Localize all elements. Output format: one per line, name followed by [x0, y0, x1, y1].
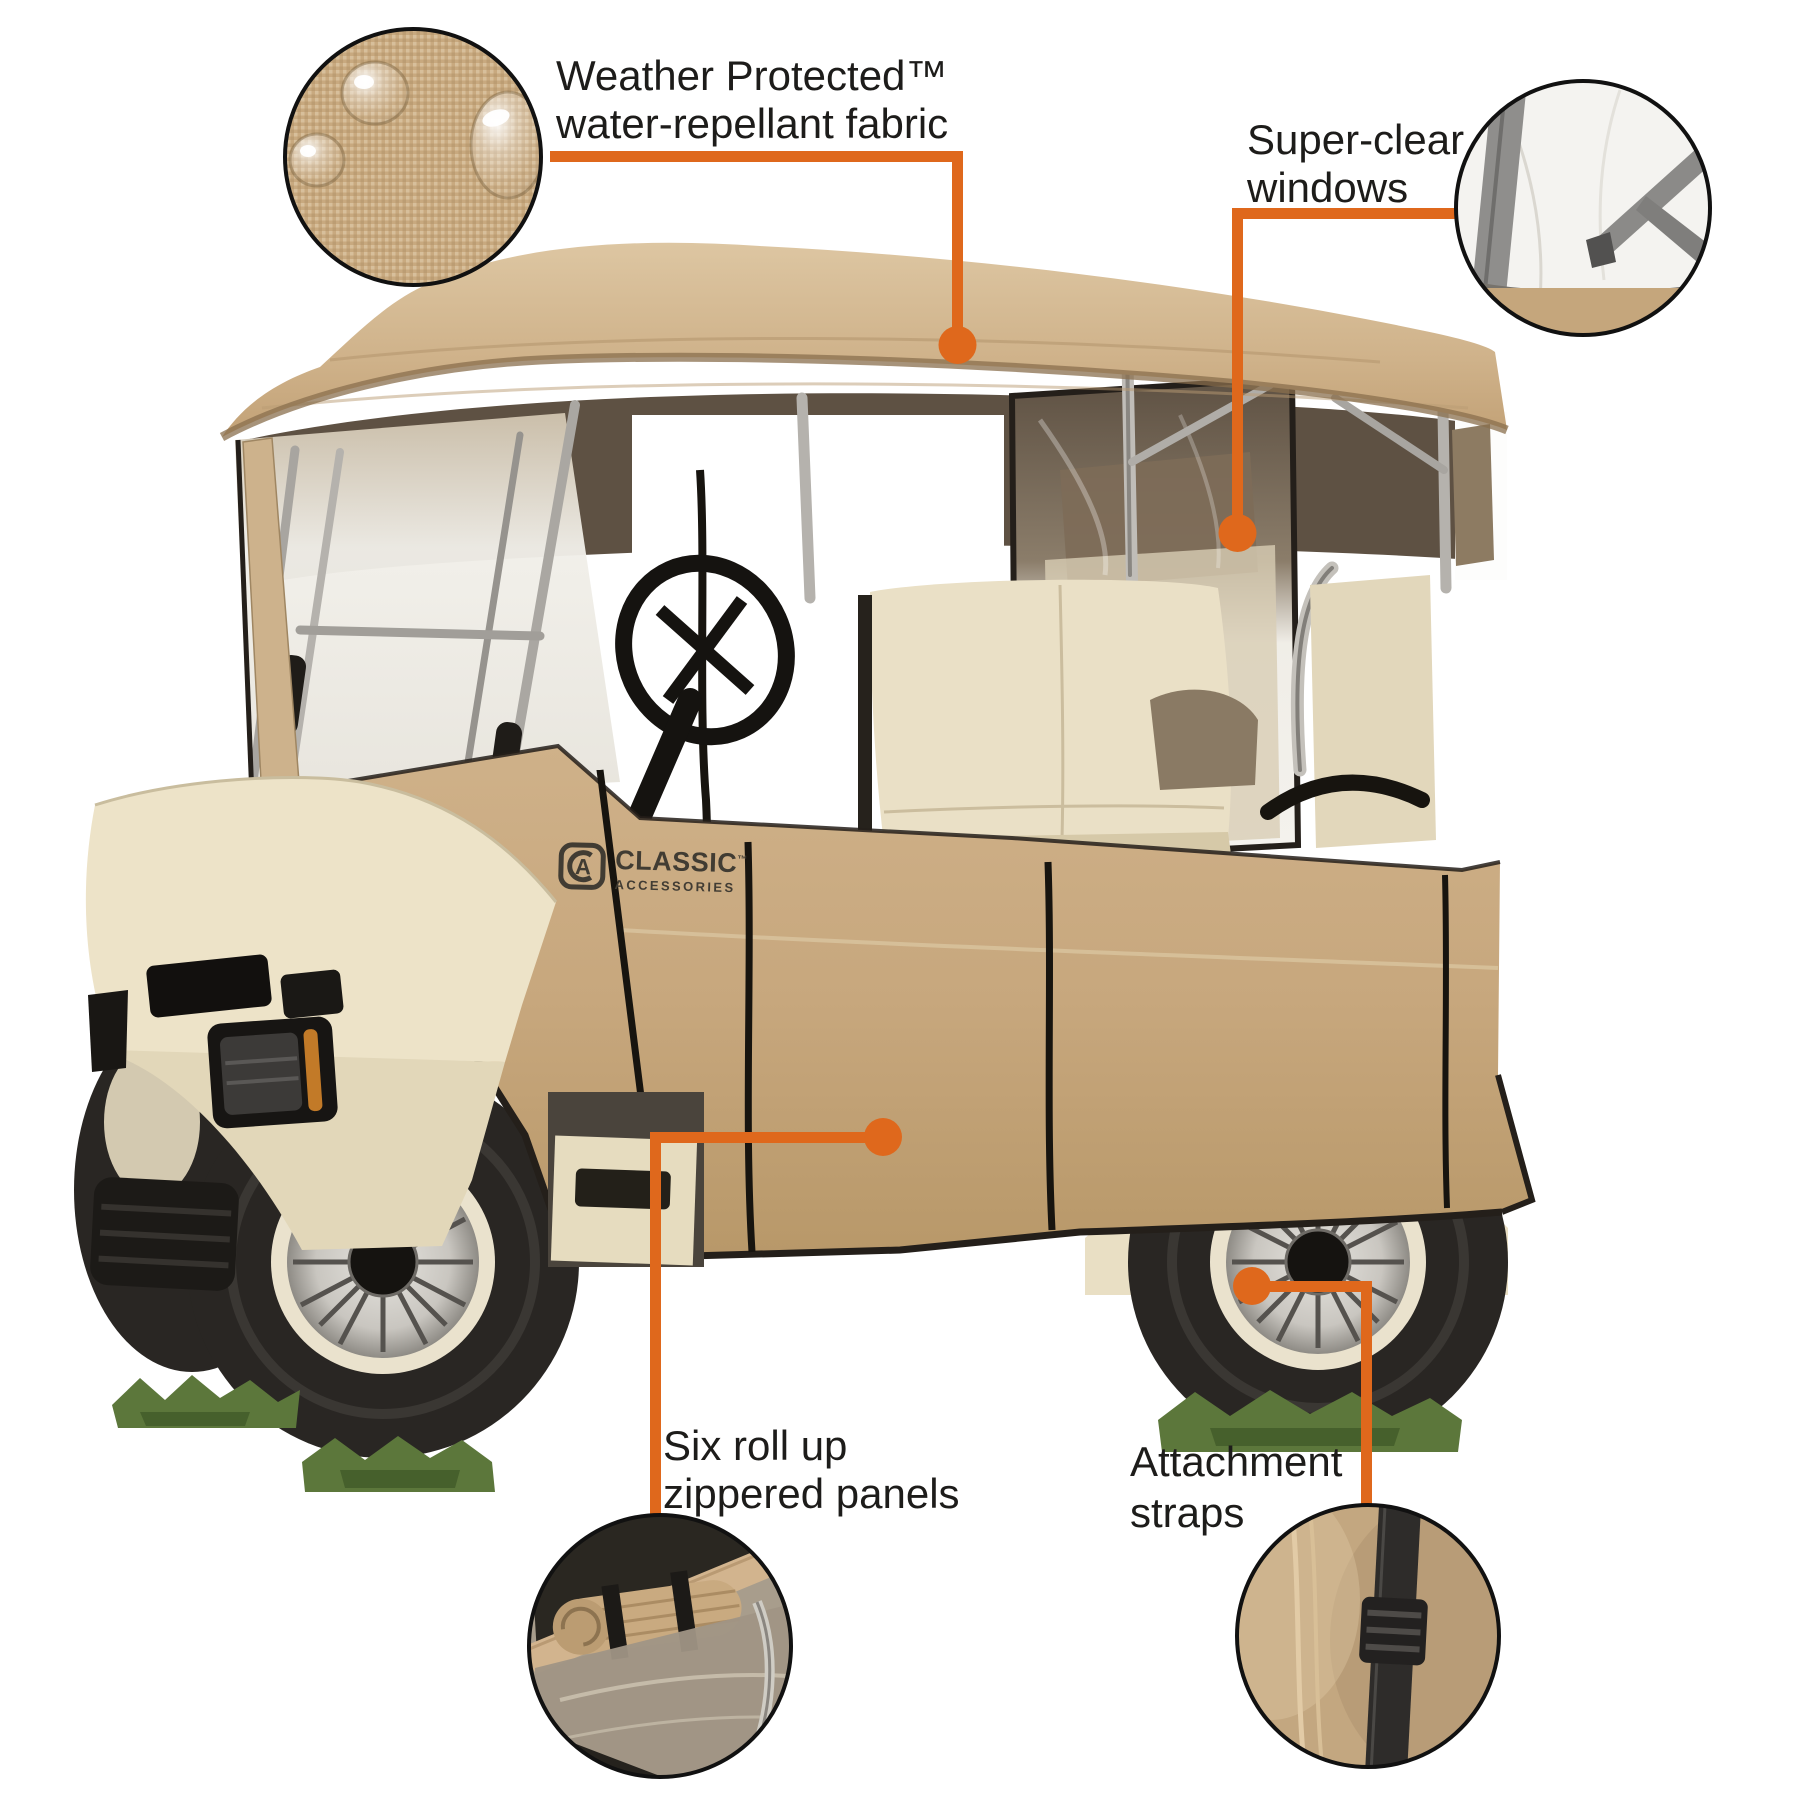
rolled-panel-inset [527, 1513, 793, 1779]
logo-tm: ™ [737, 854, 748, 866]
golf-cart [74, 242, 1536, 1492]
callout-dot-straps [1233, 1267, 1271, 1305]
callout-dot-windows [1218, 514, 1257, 552]
side-step [550, 1135, 698, 1266]
grass [112, 1375, 1462, 1492]
seats [858, 575, 1436, 868]
classic-accessories-logo-icon: A [558, 842, 606, 890]
logo-monogram: A [575, 854, 592, 879]
callout-straps-line2: straps [1130, 1489, 1245, 1536]
window-gloss [1178, 414, 1221, 569]
strap [1359, 1505, 1428, 1767]
side-marker-light [88, 990, 128, 1072]
rear-rolled-flap [1452, 424, 1494, 566]
callout-lines [550, 151, 1462, 1517]
callout-dot-panels [864, 1118, 902, 1156]
callout-label-panels: Six roll up zippered panels [663, 1422, 960, 1518]
rear-steering-silhouette [1260, 774, 1430, 820]
callout-label-fabric: Weather Protected™ water-repellant fabri… [556, 52, 948, 148]
attachment-strap-inset [1235, 1503, 1501, 1769]
hood-vent [146, 954, 272, 1018]
window-frame-pillar [1468, 88, 1526, 335]
clear-vinyl-below [535, 1604, 791, 1777]
callout-line-fabric [550, 151, 977, 364]
callout-straps-line1: Attachment [1130, 1438, 1343, 1485]
rolled-panel [552, 1570, 742, 1660]
water-droplets [288, 60, 541, 200]
rear-armrest-silhouette [1150, 689, 1258, 790]
classic-accessories-logo: A CLASSIC™ ACCESSORIES [557, 842, 748, 896]
windshield-edge-piping [235, 439, 255, 799]
callout-line-panels [650, 1118, 902, 1517]
window-frame-bracket [1586, 140, 1710, 268]
hood-vent [280, 969, 344, 1019]
window-bottom-fabric [1484, 288, 1682, 335]
callout-dot-fabric [938, 326, 977, 364]
callout-windows-line2: windows [1247, 164, 1409, 211]
callout-fabric-line2: water-repellant fabric [556, 100, 949, 147]
clear-window-inset [1454, 79, 1712, 337]
callout-label-straps: Attachment straps [1130, 1436, 1342, 1538]
cart-roof [219, 242, 1509, 441]
callout-fabric-line1: Weather Protected™ [556, 52, 948, 99]
panel-strap [601, 1584, 629, 1660]
fabric-swatch-inset [283, 27, 543, 287]
callout-windows-line1: Super-clear [1247, 116, 1465, 163]
headlight [207, 1016, 338, 1129]
zipper-seam [1308, 1507, 1324, 1767]
zipper-seam [1289, 1507, 1307, 1767]
front-bumper [90, 1177, 239, 1291]
front-cowl [85, 775, 558, 1291]
callout-label-windows: Super-clear windows [1247, 116, 1464, 212]
steering-wheel [600, 554, 795, 892]
logo-brand-text: CLASSIC [614, 845, 738, 879]
window-gloss [1037, 418, 1109, 576]
callout-line-straps [1233, 1267, 1372, 1509]
callout-line-windows [1218, 208, 1462, 552]
callout-panels-line1: Six roll up [663, 1422, 848, 1469]
callout-panels-line2: zippered panels [663, 1470, 960, 1517]
